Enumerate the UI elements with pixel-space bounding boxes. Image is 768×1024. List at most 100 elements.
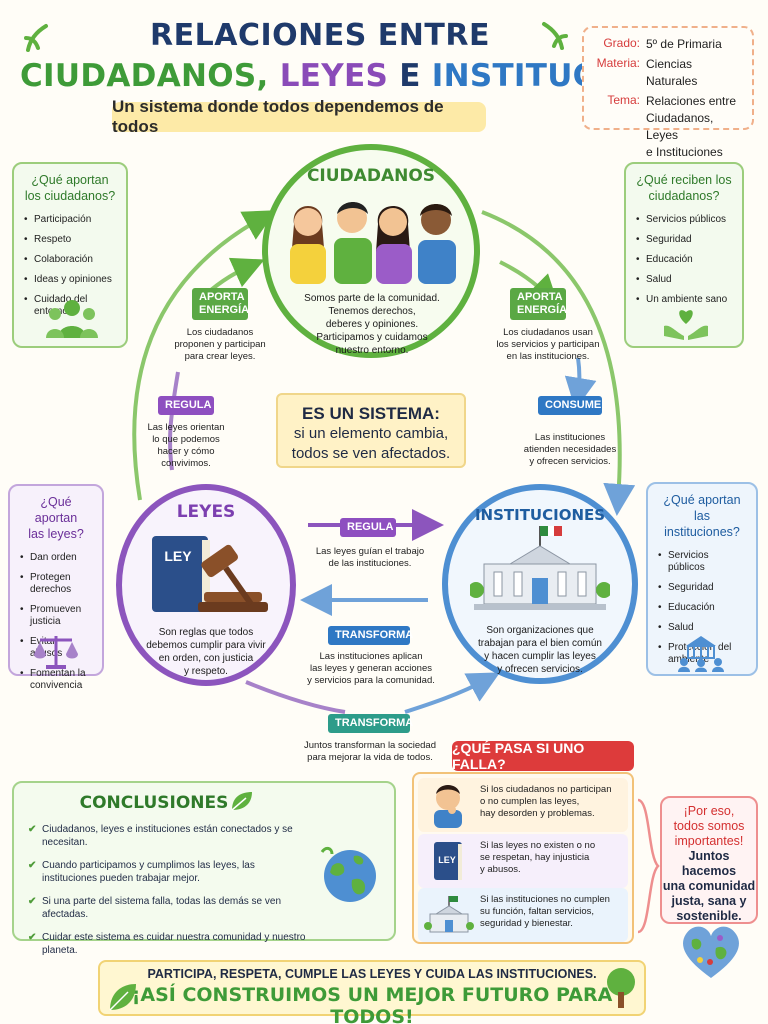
fail-row-text: Si los ciudadanos no participan o no cum… bbox=[480, 784, 626, 820]
leyes-text-line3: en orden, con justicia bbox=[158, 653, 254, 664]
note-line1: Las instituciones aplican bbox=[319, 651, 423, 662]
text-line1: Si las instituciones no cumplen bbox=[480, 894, 610, 905]
instituciones-text-line4: y ofrecen servicios. bbox=[497, 664, 583, 675]
banner-line2: ¡ASÍ CONSTRUIMOS UN MEJOR FUTURO PARA TO… bbox=[131, 984, 613, 1024]
note-line1: Juntos transforman la sociedad bbox=[303, 740, 437, 751]
conclusion-item: ✔Cuidar este sistema es cuidar nuestra c… bbox=[28, 931, 380, 957]
info-box: Grado:5º de Primaria Materia:Ciencias Na… bbox=[582, 26, 754, 159]
list-item: Seguridad bbox=[658, 582, 746, 594]
note-regula-mid: Las leyes guían el trabajo de las instit… bbox=[300, 546, 440, 570]
list-item: Educación bbox=[636, 254, 732, 266]
conclusion-item: ✔ Cuando participamos y cumplimos las ley… bbox=[28, 859, 380, 885]
ciudadanos-description: Somos parte de la comunidad. Tenemos der… bbox=[282, 292, 462, 357]
note-transforma-mid: Las instituciones aplican las leyes y ge… bbox=[296, 651, 446, 687]
note-line2: las leyes y generan acciones bbox=[310, 663, 432, 674]
text-line2: su función, faltan servicios, bbox=[480, 906, 595, 917]
system-line2: si un elemento cambia, bbox=[293, 425, 449, 442]
tag-transforma-bottom: TRANSFORMA bbox=[328, 714, 413, 733]
box-title-line1: ¿Qué aportan bbox=[34, 495, 78, 525]
note-line1: Los ciudadanos usan bbox=[503, 327, 593, 338]
tag-line1: APORTA bbox=[199, 291, 245, 303]
tema-value: Relaciones entre Ciudadanos, Leyes e Ins… bbox=[646, 93, 746, 161]
law-book-label: LEY bbox=[164, 548, 192, 564]
conclusion-text: Si una parte del sistema falla, todas la… bbox=[42, 896, 282, 920]
final-note-line6: justa, sana y bbox=[671, 894, 747, 908]
title-word-e: E bbox=[399, 58, 421, 94]
tema-value-line3: e Instituciones bbox=[646, 145, 723, 159]
arrow-leyes-to-ciudadanos bbox=[132, 210, 276, 501]
note-line2: de las instituciones. bbox=[328, 558, 412, 569]
thinking-child-icon bbox=[434, 785, 462, 828]
text-line3: seguridad y bienestar. bbox=[480, 918, 573, 929]
fail-box: Si los ciudadanos no participan o no cum… bbox=[412, 772, 634, 944]
materia-value: Ciencias Naturales bbox=[646, 57, 698, 88]
system-line1: ES UN SISTEMA: bbox=[302, 404, 440, 423]
page-title-line1: RELACIONES ENTRE bbox=[150, 18, 490, 53]
box-title: ¿Qué aportan las leyes? bbox=[20, 494, 92, 542]
arrow-bottom-right bbox=[404, 672, 501, 714]
ciudadanos-text-line1: Somos parte de la comunidad. bbox=[304, 293, 440, 304]
note-consume: Las instituciones atienden necesidades y… bbox=[500, 432, 640, 468]
instituciones-text-line1: Son organizaciones que bbox=[486, 625, 594, 636]
fail-row-citizens: Si los ciudadanos no participan o no cum… bbox=[418, 778, 628, 832]
box-title-line2: las leyes? bbox=[28, 527, 84, 541]
text-line2: se respetan, hay injusticia bbox=[480, 852, 590, 863]
banner-line1: PARTICIPA, RESPETA, CUMPLE LAS LEYES Y C… bbox=[147, 967, 597, 981]
materia-label: Materia: bbox=[596, 56, 640, 70]
law-book-gavel-illustration bbox=[152, 536, 268, 612]
instituciones-text-line2: trabajan para el bien común bbox=[478, 638, 602, 649]
tag-consume: CONSUME bbox=[538, 396, 602, 415]
conclusion-text: Cuando participamos y cumplimos las leye… bbox=[42, 860, 255, 884]
check-icon: ✔ bbox=[28, 896, 37, 907]
scales-icon bbox=[34, 636, 78, 669]
list-item: Seguridad bbox=[636, 234, 732, 246]
leyes-title: LEYES bbox=[176, 502, 236, 522]
building-people-icon bbox=[678, 636, 724, 672]
final-note-line7: sostenible. bbox=[676, 909, 742, 923]
note-line3: para crear leyes. bbox=[184, 351, 256, 362]
grado-label: Grado: bbox=[603, 36, 640, 50]
note-line3: y servicios para la comunidad. bbox=[307, 675, 435, 686]
final-note-line2: todos somos bbox=[673, 819, 745, 833]
conclusion-text: Cuidar este sistema es cuidar nuestra co… bbox=[42, 932, 306, 956]
note-line4: convivimos. bbox=[161, 458, 211, 469]
text-line1: Si los ciudadanos no participan bbox=[480, 784, 612, 795]
list-item: Dan orden bbox=[20, 552, 92, 564]
bottom-leaf-icon bbox=[109, 984, 136, 1011]
left-sprout-icon bbox=[22, 20, 56, 54]
note-regula-left: Las leyes orientan lo que podemos hacer … bbox=[126, 422, 246, 470]
tag-line2: ENERGÍA bbox=[199, 304, 250, 316]
instituciones-description: Son organizaciones que trabajan para el … bbox=[458, 624, 622, 676]
fail-header: ¿QUÉ PASA SI UNO FALLA? bbox=[452, 740, 634, 772]
right-sprout-icon bbox=[534, 18, 570, 54]
heart-hands-icon bbox=[664, 310, 708, 340]
fail-row-institutions: Si las instituciones no cumplen su funci… bbox=[418, 888, 628, 942]
text-line1: Si las leyes no existen o no bbox=[480, 840, 596, 851]
institution-building-illustration bbox=[470, 526, 610, 610]
text-line3: hay desorden y problemas. bbox=[480, 808, 595, 819]
people-icon bbox=[46, 300, 98, 338]
tree-icon bbox=[607, 968, 635, 1008]
note-transforma-bottom: Juntos transforman la sociedad para mejo… bbox=[290, 740, 450, 764]
check-icon: ✔ bbox=[28, 860, 37, 871]
tema-value-line2: Ciudadanos, Leyes bbox=[646, 111, 714, 142]
system-line3: todos se ven afectados. bbox=[291, 445, 451, 462]
list-item: Promueven justicia bbox=[20, 604, 92, 628]
children-illustration bbox=[290, 202, 456, 284]
note-line1: Las instituciones bbox=[534, 432, 606, 443]
title-word-leyes: LEYES bbox=[279, 58, 389, 94]
globe-icon bbox=[320, 846, 376, 902]
ciudadanos-title: CIUDADANOS bbox=[306, 166, 436, 186]
list-item: Servicios públicos bbox=[636, 214, 732, 226]
list-item: Salud bbox=[658, 622, 746, 634]
leyes-text-line4: y respeto. bbox=[184, 666, 228, 677]
box-list: Servicios públicos Seguridad Educación S… bbox=[658, 550, 746, 666]
list-item: Respeto bbox=[24, 234, 116, 246]
conclusion-item: ✔Ciudadanos, leyes e instituciones están… bbox=[28, 823, 380, 849]
note-line2: proponen y participan bbox=[174, 339, 266, 350]
list-item: Protección del ambiente bbox=[658, 642, 746, 666]
list-item: Salud bbox=[636, 274, 732, 286]
tag-aporta-energia-right: APORTA ENERGÍA bbox=[510, 288, 567, 320]
